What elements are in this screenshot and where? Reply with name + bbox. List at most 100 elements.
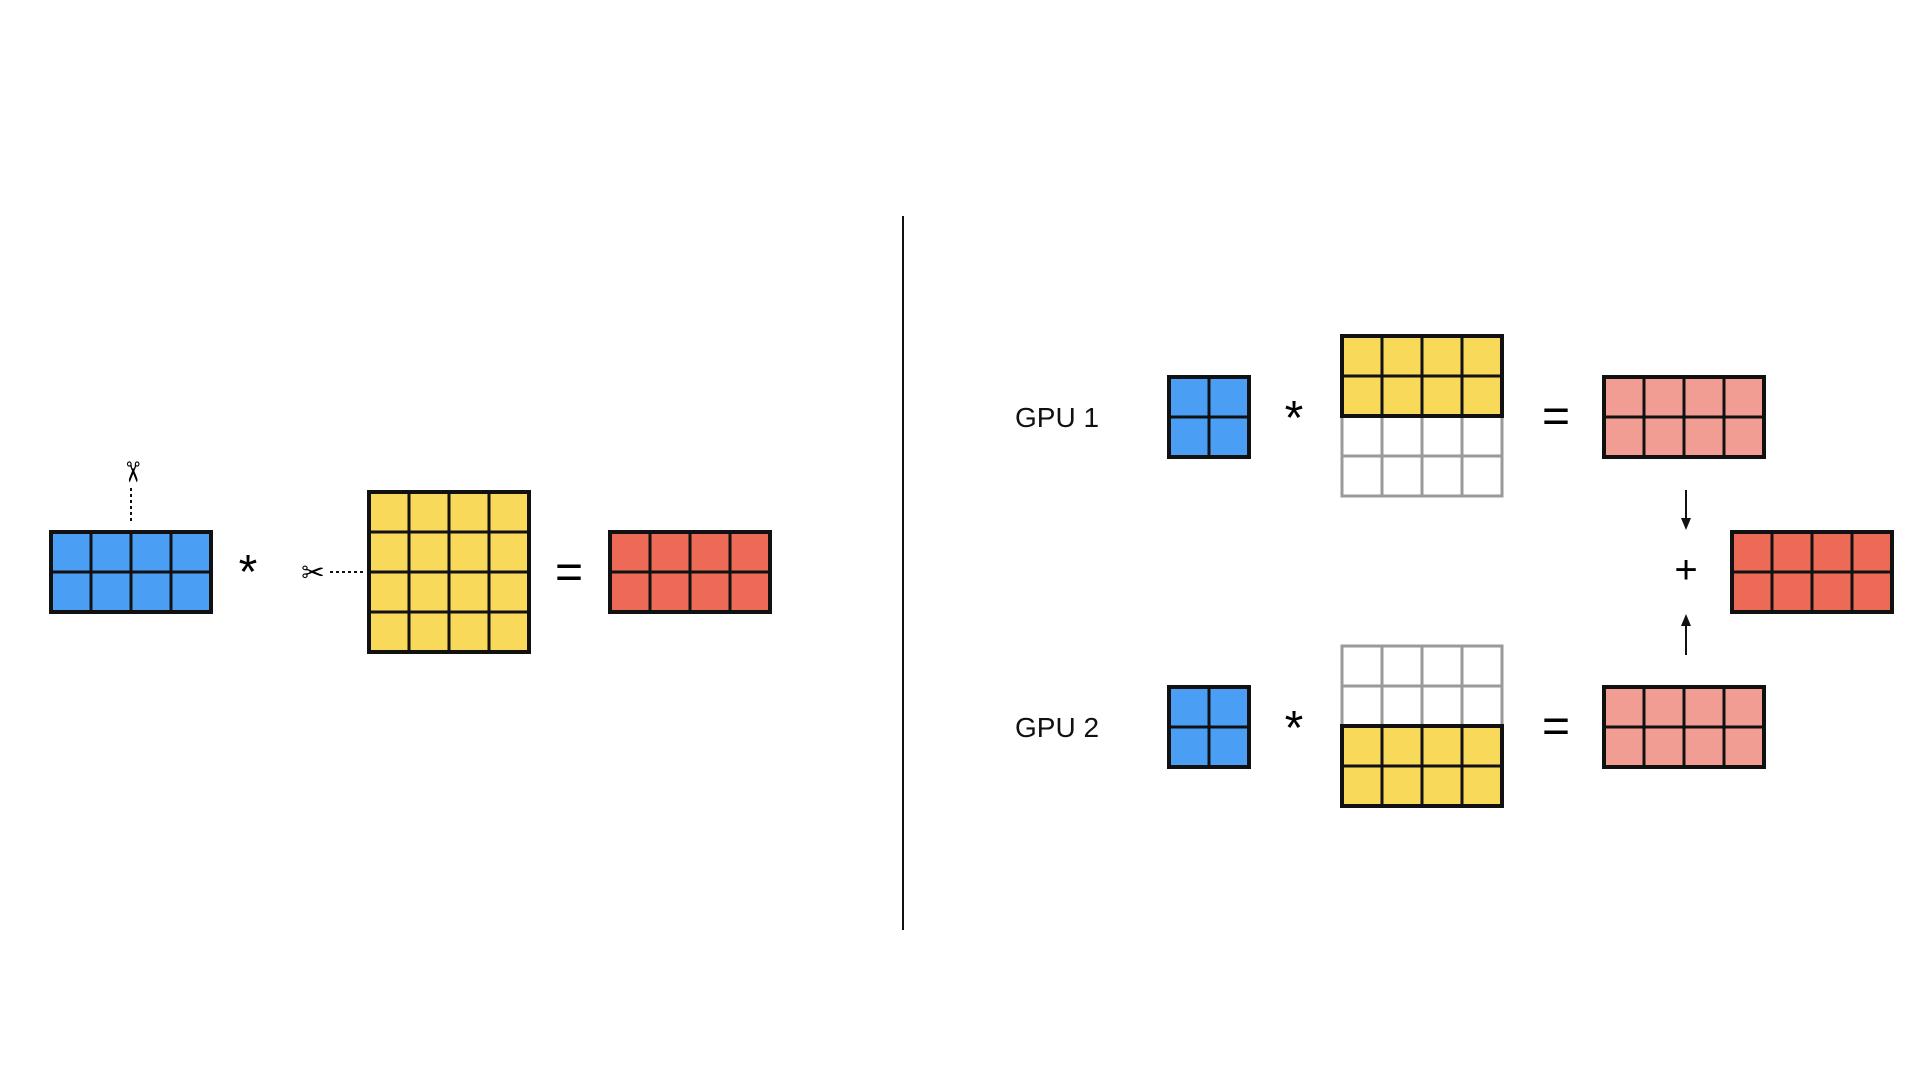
matrix-cell [447, 570, 491, 614]
matrix-outline [608, 530, 772, 614]
empty-matrix-cell [1340, 684, 1384, 728]
matrix-cell [688, 530, 732, 574]
matrix-cell [1850, 530, 1894, 574]
matrix-cell [367, 610, 411, 654]
matrix-cell [1380, 334, 1424, 378]
empty-matrix-cell [1380, 644, 1424, 688]
matrix-cell [1207, 685, 1251, 729]
matrix-cell [1167, 375, 1211, 419]
matrix-cell [487, 570, 531, 614]
matrix-cell [1850, 570, 1894, 614]
left-weight-cut-marker: ✂ [301, 557, 364, 588]
matrix-cell [688, 570, 732, 614]
matrix-cell [1722, 415, 1766, 459]
matrix-cell [1642, 685, 1686, 729]
gpu2-partial-output-matrix [1602, 685, 1766, 769]
matrix-cell [1420, 334, 1464, 378]
matrix-cell [1340, 764, 1384, 808]
matrix-cell [129, 530, 173, 574]
matrix-cell [648, 570, 692, 614]
matrix-cell [447, 610, 491, 654]
left-weight-matrix [367, 490, 531, 654]
matrix-filled-block-outline [1340, 724, 1504, 808]
matrix-cell [1770, 530, 1814, 574]
matrix-cell [487, 490, 531, 534]
gpu2-input-matrix [1167, 685, 1251, 769]
matrix-outline [1602, 685, 1766, 769]
matrix-cell [1730, 570, 1774, 614]
empty-matrix-cell [1340, 454, 1384, 498]
matrix-cell [49, 570, 93, 614]
matrix-cell [1642, 415, 1686, 459]
matrix-cell [1380, 374, 1424, 418]
matrix-cell [447, 530, 491, 574]
matrix-cell [89, 570, 133, 614]
matrix-cell [1207, 725, 1251, 769]
matrix-cell [1682, 375, 1726, 419]
arrow-up-icon [1681, 614, 1691, 655]
gpu2-weight-matrix [1340, 644, 1504, 808]
matrix-cell [407, 530, 451, 574]
empty-matrix-cell [1460, 644, 1504, 688]
matrix-outline [1167, 375, 1251, 459]
matrix-cell [129, 570, 173, 614]
matrix-cell [1460, 764, 1504, 808]
empty-matrix-cell [1460, 414, 1504, 458]
empty-matrix-cell [1420, 414, 1464, 458]
matrix-cell [1340, 724, 1384, 768]
empty-matrix-cell [1460, 454, 1504, 498]
matrix-cell [1722, 685, 1766, 729]
equals-operator: = [1542, 390, 1570, 443]
left-output-matrix [608, 530, 772, 614]
gpu1-weight-matrix [1340, 334, 1504, 498]
matrix-cell [1682, 725, 1726, 769]
empty-matrix-cell [1420, 454, 1464, 498]
matrix-cell [1642, 725, 1686, 769]
matrix-outline [367, 490, 531, 654]
matrix-cell [487, 530, 531, 574]
matrix-cell [648, 530, 692, 574]
matrix-cell [1420, 724, 1464, 768]
gpu2-label: GPU 2 [1015, 712, 1099, 743]
equals-operator: = [555, 546, 583, 599]
empty-matrix-cell [1420, 644, 1464, 688]
empty-matrix-cell [1340, 414, 1384, 458]
multiply-operator: * [1285, 702, 1304, 755]
matrix-filled-block-outline [1340, 334, 1504, 418]
matrix-cell [169, 570, 213, 614]
left-input-cut-marker: ✂ [117, 460, 148, 522]
matrix-cell [1340, 374, 1384, 418]
matrix-cell [1770, 570, 1814, 614]
matrix-cell [367, 570, 411, 614]
matrix-cell [728, 570, 772, 614]
matrix-cell [1460, 334, 1504, 378]
matrix-cell [1730, 530, 1774, 574]
empty-matrix-cell [1380, 414, 1424, 458]
matrix-outline [49, 530, 213, 614]
matrix-cell [1167, 415, 1211, 459]
matrix-cell [1420, 374, 1464, 418]
matrix-outline [1167, 685, 1251, 769]
scissors-icon: ✂ [301, 557, 324, 588]
matrix-cell [1380, 724, 1424, 768]
matrix-cell [1602, 725, 1646, 769]
matrix-cell [1420, 764, 1464, 808]
empty-matrix-cell [1420, 684, 1464, 728]
matrix-cell [1722, 375, 1766, 419]
matrix-cell [608, 570, 652, 614]
matrix-cell [1682, 685, 1726, 729]
matrix-cell [1602, 685, 1646, 729]
gpu1-input-matrix [1167, 375, 1251, 459]
matrix-cell [89, 530, 133, 574]
matrix-cell [1722, 725, 1766, 769]
gpu1-partial-output-matrix [1602, 375, 1766, 459]
matrix-outline [1730, 530, 1894, 614]
matrix-cell [1602, 415, 1646, 459]
matrix-cell [608, 530, 652, 574]
empty-matrix-cell [1380, 454, 1424, 498]
matrix-cell [1207, 375, 1251, 419]
matrix-cell [1810, 530, 1854, 574]
matrix-cell [169, 530, 213, 574]
